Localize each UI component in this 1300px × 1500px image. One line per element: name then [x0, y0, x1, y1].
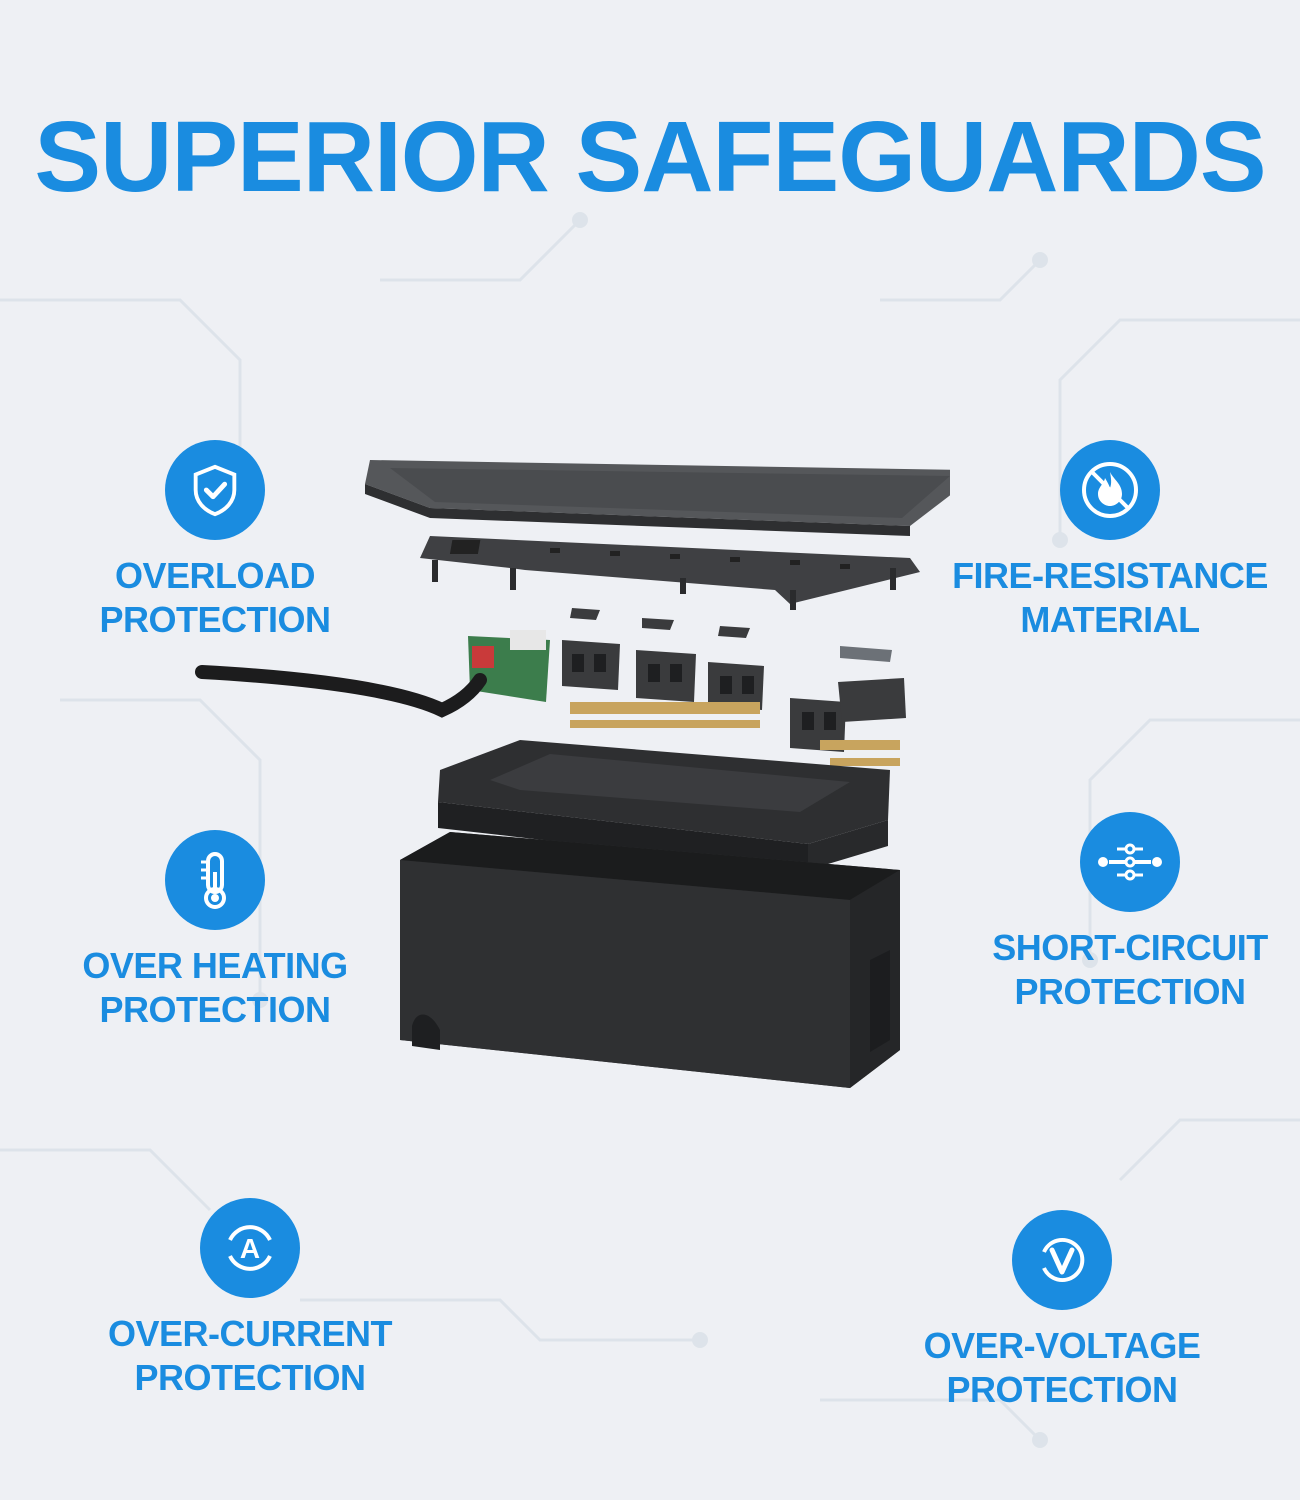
- pcb-board: [468, 630, 550, 702]
- brass-contacts: [570, 702, 900, 766]
- power-cable: [195, 665, 487, 718]
- page-title: SUPERIOR SAFEGUARDS: [34, 101, 1266, 213]
- no-fire-icon: [1060, 440, 1160, 540]
- socket-frame: [420, 536, 920, 610]
- lid: [365, 460, 950, 536]
- thermometer-icon: [165, 830, 265, 930]
- main-box: [400, 832, 900, 1088]
- inner-tray: [438, 740, 890, 870]
- ampere-icon: A: [200, 1198, 300, 1298]
- volt-icon: [1012, 1210, 1112, 1310]
- shield-check-icon: [165, 440, 265, 540]
- svg-text:A: A: [240, 1233, 260, 1264]
- circuit-icon: [1080, 812, 1180, 912]
- outlet-modules: [562, 608, 906, 752]
- product-exploded-view: [195, 460, 950, 1088]
